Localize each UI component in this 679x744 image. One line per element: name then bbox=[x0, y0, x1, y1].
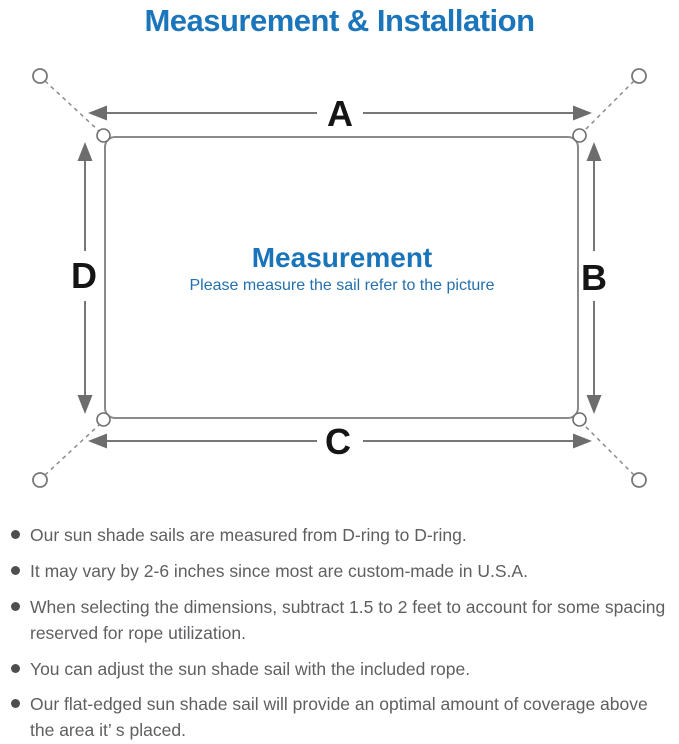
note-text: Our flat-edged sun shade sail will provi… bbox=[30, 694, 648, 741]
anchor-ring-top-left bbox=[32, 68, 48, 84]
dimension-arrow-b bbox=[586, 142, 602, 414]
d-ring-top-right bbox=[572, 128, 587, 143]
tether-line-bottom-right bbox=[582, 423, 635, 476]
note-text: You can adjust the sun shade sail with t… bbox=[30, 658, 471, 679]
tether-line-top-left bbox=[44, 80, 101, 133]
bullet-dot-icon bbox=[11, 601, 20, 611]
list-item: Our sun shade sails are measured from D-… bbox=[10, 523, 673, 549]
dimension-arrow-a bbox=[88, 105, 592, 121]
sail-rectangle bbox=[104, 136, 579, 419]
tether-line-bottom-left bbox=[44, 423, 101, 476]
tether-line-top-right bbox=[582, 80, 635, 133]
dimension-arrow-c bbox=[88, 433, 592, 449]
anchor-ring-bottom-right bbox=[631, 472, 647, 488]
dim-label-c: C bbox=[325, 421, 351, 462]
bullet-dot-icon bbox=[11, 565, 20, 575]
measurement-notes-list: Our sun shade sails are measured from D-… bbox=[0, 511, 679, 744]
sail-measurement-diagram: A B C D Measurement Please measure the s… bbox=[32, 68, 647, 488]
anchor-ring-bottom-left bbox=[32, 472, 48, 488]
diagram-center-title: Measurement bbox=[252, 242, 433, 273]
dim-label-a: A bbox=[327, 93, 353, 134]
diagram-center-subtitle: Please measure the sail refer to the pic… bbox=[189, 277, 494, 294]
d-ring-bottom-right bbox=[572, 412, 587, 427]
d-ring-top-left bbox=[96, 128, 111, 143]
bullet-dot-icon bbox=[11, 663, 20, 673]
bullet-dot-icon bbox=[11, 530, 20, 539]
list-item: It may vary by 2-6 inches since most are… bbox=[10, 559, 673, 585]
list-item: Our flat-edged sun shade sail will provi… bbox=[10, 692, 673, 744]
note-text: It may vary by 2-6 inches since most are… bbox=[30, 560, 528, 581]
list-item: When selecting the dimensions, subtract … bbox=[10, 595, 673, 647]
bullet-dot-icon bbox=[11, 699, 20, 709]
dim-label-b: B bbox=[581, 257, 607, 298]
page-title: Measurement & Installation bbox=[144, 3, 535, 38]
note-text: Our sun shade sails are measured from D-… bbox=[30, 525, 467, 545]
dimension-arrow-d bbox=[77, 142, 93, 414]
anchor-ring-top-right bbox=[631, 68, 647, 84]
d-ring-bottom-left bbox=[96, 412, 111, 427]
list-item: You can adjust the sun shade sail with t… bbox=[10, 657, 673, 683]
note-text: When selecting the dimensions, subtract … bbox=[30, 596, 666, 643]
dim-label-d: D bbox=[71, 255, 97, 296]
